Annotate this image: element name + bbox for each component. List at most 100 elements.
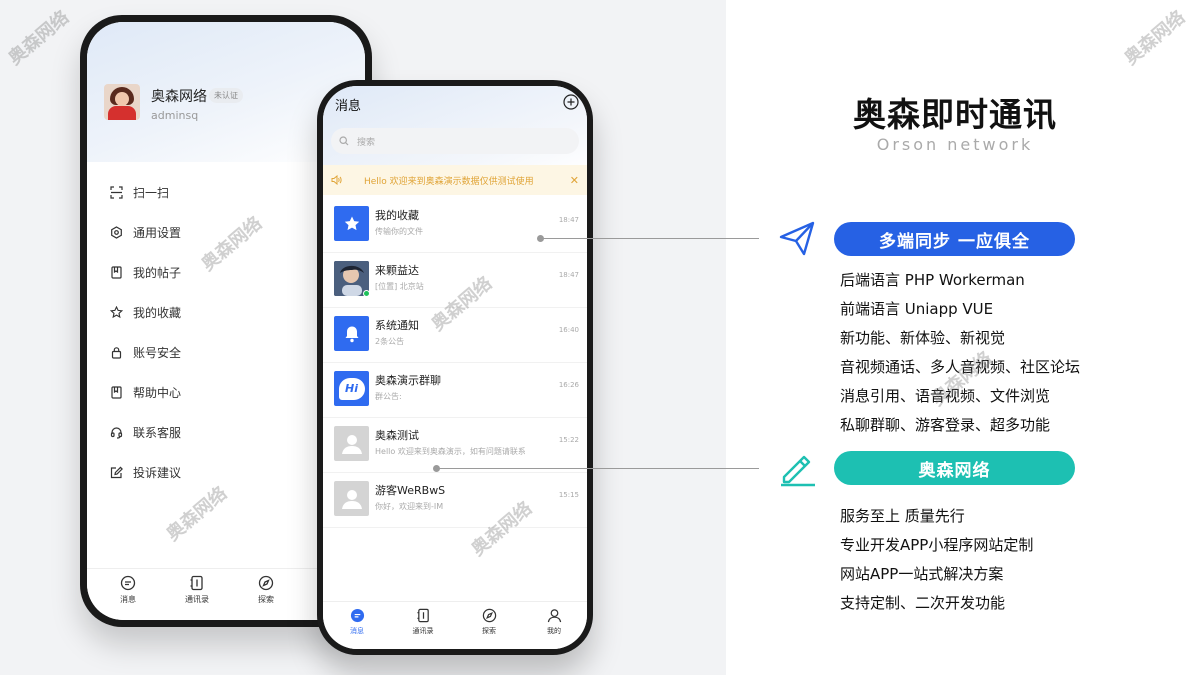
promo-title: 奥森即时通讯 bbox=[853, 95, 1057, 134]
conversation-row[interactable]: 游客WeRBwS 你好，欢迎来到-IM 15:15 bbox=[323, 473, 587, 528]
feature-list: 后端语言 PHP Workerman 前端语言 Uniapp VUE 新功能、新… bbox=[840, 266, 1080, 440]
post-icon bbox=[109, 265, 123, 279]
tab-contacts[interactable]: 通讯录 bbox=[398, 608, 448, 636]
contacts-icon bbox=[416, 608, 429, 623]
back-tab-messages[interactable]: 消息 bbox=[103, 575, 153, 605]
conversation-time: 16:26 bbox=[558, 381, 579, 389]
compass-icon bbox=[482, 608, 496, 623]
menu-item-scan[interactable]: 扫一扫 bbox=[109, 172, 309, 212]
default-user-avatar-icon bbox=[334, 481, 369, 516]
front-phone: 消息 搜索 Hello 欢迎来到奥森演示数据仅供测试使用 ✕ 我的收藏 传输你的… bbox=[317, 80, 593, 655]
menu-item-label: 帮助中心 bbox=[133, 385, 182, 400]
feature-line: 支持定制、二次开发功能 bbox=[840, 594, 1006, 612]
pencil-icon bbox=[781, 455, 815, 487]
user-name: 奥森网络 bbox=[151, 89, 207, 105]
menu-item-security[interactable]: 账号安全 bbox=[109, 332, 309, 372]
menu-item-label: 扫一扫 bbox=[133, 185, 170, 200]
hi-avatar-text: Hi bbox=[338, 377, 365, 400]
verify-badge: 未认证 bbox=[209, 88, 243, 103]
conversation-time: 16:40 bbox=[558, 326, 579, 334]
menu-item-posts[interactable]: 我的帖子 bbox=[109, 252, 309, 292]
tab-label: 通讯录 bbox=[185, 595, 209, 604]
conversation-preview: 群公告: bbox=[375, 392, 402, 401]
tab-messages[interactable]: 消息 bbox=[332, 608, 382, 636]
book-icon bbox=[109, 385, 123, 399]
back-tab-contacts[interactable]: 通讯录 bbox=[172, 575, 222, 605]
online-indicator bbox=[363, 290, 370, 297]
menu-item-label: 我的帖子 bbox=[133, 265, 182, 280]
feature-line: 新功能、新体验、新视觉 bbox=[840, 329, 1006, 347]
send-icon bbox=[779, 221, 815, 256]
watermark: 奥森网络 bbox=[1120, 6, 1190, 70]
section-pill: 多端同步 一应俱全 bbox=[834, 222, 1075, 256]
star-icon bbox=[109, 305, 123, 319]
feature-line: 前端语言 Uniapp VUE bbox=[840, 300, 994, 318]
search-input[interactable]: 搜索 bbox=[331, 128, 579, 154]
conversation-name: 我的收藏 bbox=[375, 209, 419, 222]
menu-item-help[interactable]: 帮助中心 bbox=[109, 372, 309, 412]
close-icon[interactable]: ✕ bbox=[569, 173, 579, 187]
conversation-row[interactable]: 系统通知 2条公告 16:40 bbox=[323, 308, 587, 363]
conversation-preview: 传输你的文件 bbox=[375, 227, 423, 236]
avatar[interactable] bbox=[104, 84, 140, 120]
chat-icon bbox=[120, 575, 136, 591]
menu-item-label: 投诉建议 bbox=[133, 465, 182, 480]
tab-profile[interactable]: 我的 bbox=[529, 608, 579, 636]
lock-icon bbox=[109, 345, 123, 359]
conversation-time: 18:47 bbox=[558, 216, 579, 224]
star-avatar-icon bbox=[334, 206, 369, 241]
bell-avatar-icon bbox=[334, 316, 369, 351]
tab-label: 消息 bbox=[120, 595, 136, 604]
hi-group-avatar-icon: Hi bbox=[334, 371, 369, 406]
connector-dot bbox=[537, 235, 544, 242]
speaker-icon bbox=[331, 175, 342, 185]
conversation-preview: 2条公告 bbox=[375, 337, 405, 346]
back-tab-explore[interactable]: 探索 bbox=[241, 575, 291, 605]
headset-icon bbox=[109, 425, 123, 439]
menu-item-support[interactable]: 联系客服 bbox=[109, 412, 309, 452]
profile-icon bbox=[547, 609, 561, 623]
tab-label: 消息 bbox=[350, 627, 364, 635]
conversation-preview: [位置] 北京站 bbox=[375, 282, 424, 291]
feature-line: 后端语言 PHP Workerman bbox=[840, 271, 1025, 289]
conversation-name: 来颗益达 bbox=[375, 264, 419, 277]
user-id: adminsq bbox=[151, 109, 199, 122]
menu-item-label: 联系客服 bbox=[133, 425, 182, 440]
profile-menu: 扫一扫 通用设置 我的帖子 我的收藏 bbox=[109, 172, 309, 492]
connector-line bbox=[541, 238, 759, 239]
search-placeholder: 搜索 bbox=[357, 137, 376, 148]
contacts-icon bbox=[190, 575, 203, 591]
edit-icon bbox=[109, 465, 123, 479]
conversation-time: 15:22 bbox=[558, 436, 579, 444]
feature-line: 专业开发APP小程序网站定制 bbox=[840, 536, 1034, 554]
tab-label: 我的 bbox=[547, 627, 561, 635]
conversation-name: 系统通知 bbox=[375, 319, 419, 332]
feature-line: 音视频通话、多人音视频、社区论坛 bbox=[840, 358, 1081, 376]
conversation-time: 18:47 bbox=[558, 271, 579, 279]
menu-item-label: 通用设置 bbox=[133, 225, 182, 240]
feature-line: 私聊群聊、游客登录、超多功能 bbox=[840, 416, 1051, 434]
menu-item-label: 账号安全 bbox=[133, 345, 182, 360]
conversation-preview: 你好，欢迎来到-IM bbox=[375, 502, 444, 511]
conversation-row[interactable]: 奥森测试 Hello 欢迎来到奥森演示，如有问题请联系... 15:22 bbox=[323, 418, 587, 473]
feature-line: 消息引用、语音视频、文件浏览 bbox=[840, 387, 1051, 405]
connector-dot bbox=[433, 465, 440, 472]
notice-bar: Hello 欢迎来到奥森演示数据仅供测试使用 ✕ bbox=[323, 165, 587, 195]
conversation-time: 15:15 bbox=[558, 491, 579, 499]
plus-icon[interactable] bbox=[563, 94, 579, 110]
front-phone-screen: 消息 搜索 Hello 欢迎来到奥森演示数据仅供测试使用 ✕ 我的收藏 传输你的… bbox=[323, 86, 587, 649]
menu-item-settings[interactable]: 通用设置 bbox=[109, 212, 309, 252]
tab-label: 探索 bbox=[482, 627, 496, 635]
conversation-row[interactable]: 来颗益达 [位置] 北京站 18:47 bbox=[323, 253, 587, 308]
scan-icon bbox=[109, 185, 123, 199]
search-icon bbox=[339, 136, 349, 146]
menu-item-label: 我的收藏 bbox=[133, 305, 182, 320]
tab-label: 通讯录 bbox=[412, 627, 434, 635]
conversation-list: 我的收藏 传输你的文件 18:47 来颗益达 [位置] 北京站 18:47 系统… bbox=[323, 198, 587, 528]
conversation-row[interactable]: 我的收藏 传输你的文件 18:47 bbox=[323, 198, 587, 253]
menu-item-feedback[interactable]: 投诉建议 bbox=[109, 452, 309, 492]
menu-item-favorites[interactable]: 我的收藏 bbox=[109, 292, 309, 332]
promo-subtitle: Orson network bbox=[876, 135, 1034, 154]
tab-explore[interactable]: 探索 bbox=[464, 608, 514, 636]
conversation-row[interactable]: Hi 奥森演示群聊 群公告: 16:26 bbox=[323, 363, 587, 418]
